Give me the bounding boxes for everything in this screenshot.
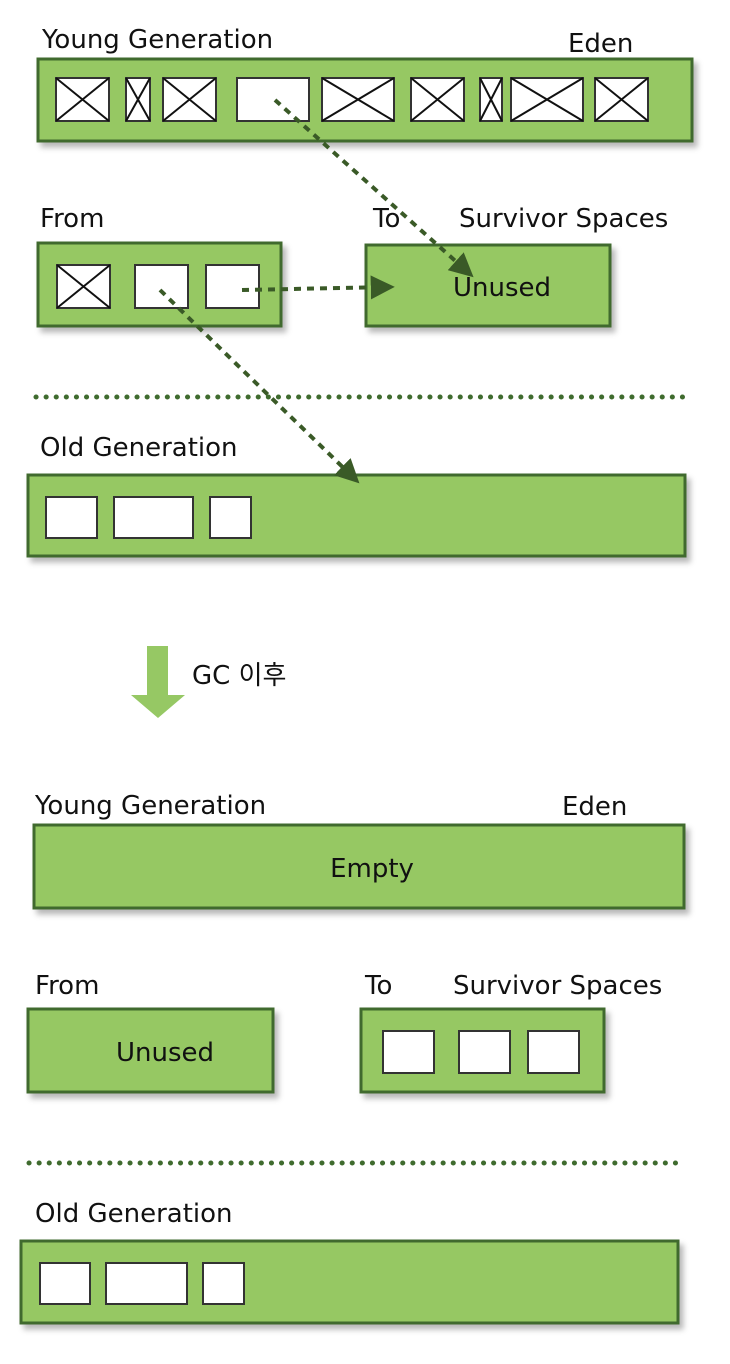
young-generation-label: Young Generation: [41, 25, 273, 55]
dead-object: [125, 77, 151, 122]
gc-transition-label: GC 이후: [192, 661, 286, 691]
live-object: [236, 77, 310, 122]
dead-object: [510, 77, 584, 122]
live-object: [134, 264, 189, 309]
survivor-spaces-label: Survivor Spaces: [453, 971, 662, 1001]
tenured-object: [39, 1262, 91, 1305]
tenured-object: [105, 1262, 188, 1305]
live-object: [382, 1030, 435, 1074]
dead-object: [56, 264, 111, 309]
dead-object: [321, 77, 395, 122]
from-space-unused-text: Unused: [116, 1038, 214, 1068]
before-gc: Young Generation Eden: [26, 25, 694, 558]
to-survivor-space: [364, 243, 612, 328]
dead-object: [410, 77, 465, 122]
tenured-object: [209, 496, 252, 539]
from-to-survivor-arrow: [241, 275, 395, 300]
gc-transition: GC 이후: [131, 646, 286, 718]
eden-label: Eden: [562, 792, 627, 822]
live-object: [527, 1030, 580, 1074]
eden-objects: [55, 77, 649, 122]
live-object: [458, 1030, 511, 1074]
from-label: From: [35, 971, 99, 1001]
promotion-to-old-arrow: [158, 288, 360, 484]
eden-empty-text: Empty: [330, 854, 414, 884]
dead-object: [55, 77, 110, 122]
eden-label: Eden: [568, 29, 633, 59]
dead-object: [479, 77, 503, 122]
tenured-object: [45, 496, 98, 539]
from-label: From: [40, 204, 104, 234]
tenured-object: [202, 1262, 245, 1305]
old-generation-label: Old Generation: [40, 433, 238, 463]
after-gc: Young Generation Eden Empty From To Surv…: [19, 791, 687, 1325]
live-object: [205, 264, 260, 309]
to-space-unused-text: Unused: [453, 273, 551, 303]
survivor-spaces-label: Survivor Spaces: [459, 204, 668, 234]
tenured-object: [113, 496, 194, 539]
old-generation-label: Old Generation: [35, 1199, 233, 1229]
young-generation-label: Young Generation: [34, 791, 266, 821]
eden-to-survivor-arrow: [273, 98, 474, 278]
to-label: To: [364, 971, 392, 1001]
dead-object: [594, 77, 649, 122]
dead-object: [162, 77, 217, 122]
down-arrow-icon: [131, 646, 185, 718]
eden-space: [32, 823, 686, 910]
from-survivor-space: [26, 1007, 275, 1094]
